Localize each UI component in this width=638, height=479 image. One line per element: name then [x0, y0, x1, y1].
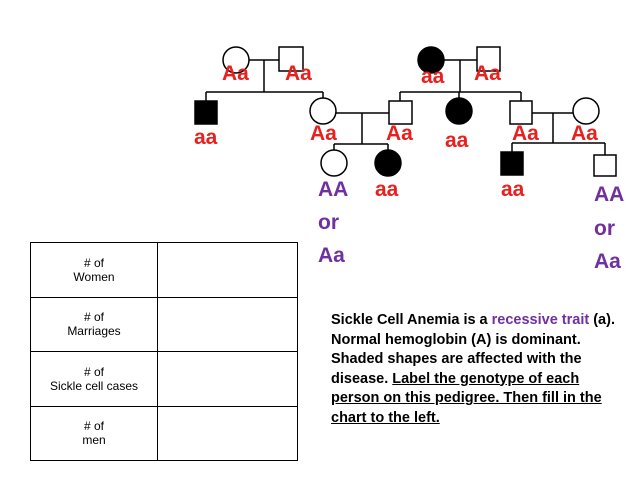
chart-label-line: Sickle cell cases — [49, 378, 139, 393]
genotype-label: aa — [501, 178, 525, 201]
instructions-text: Sickle Cell Anemia is a recessive trait … — [331, 311, 616, 428]
male-unaffected — [509, 100, 533, 125]
female-unaffected — [222, 46, 250, 74]
chart-label-line: Women — [73, 269, 115, 284]
genotype-label: AA — [594, 183, 624, 206]
male-unaffected — [593, 154, 617, 177]
genotype-label: aa — [445, 129, 469, 152]
male-affected — [194, 100, 218, 125]
genotype-label: Aa — [318, 244, 345, 267]
chart-label-line: # of — [83, 364, 104, 379]
chart-label: # of Marriages — [30, 296, 158, 352]
instructions-part2: (a). Normal hemoglobin (A) is dominant. … — [331, 312, 615, 387]
genotype-label: Aa — [222, 62, 249, 85]
female-unaffected — [320, 149, 348, 177]
chart-row-men: # of men — [30, 405, 298, 461]
instructions-task: Label the genotype of each person on thi… — [331, 370, 602, 426]
genotype-label: Aa — [474, 62, 501, 85]
chart-label-line: # of — [83, 419, 104, 434]
male-unaffected — [388, 100, 413, 125]
female-unaffected — [309, 97, 337, 125]
chart-label-line: # of — [83, 310, 104, 325]
genotype-label: AA — [318, 178, 348, 201]
chart-row-sickle-cell-cases: # of Sickle cell cases — [30, 351, 298, 407]
instructions-part1: Sickle Cell Anemia is a — [331, 312, 492, 328]
female-affected — [374, 149, 402, 177]
female-affected — [417, 46, 445, 74]
chart-row-marriages: # of Marriages — [30, 296, 298, 352]
male-affected — [500, 151, 524, 176]
genotype-label: Aa — [512, 122, 539, 145]
chart-answer-cell[interactable] — [157, 242, 298, 298]
genotype-label: Aa — [594, 250, 621, 273]
genotype-label: Aa — [571, 122, 598, 145]
chart-label-line: men — [82, 433, 106, 448]
genotype-label: or — [318, 211, 339, 234]
chart-answer-cell[interactable] — [157, 296, 298, 352]
chart-label-line: Marriages — [67, 324, 121, 339]
male-unaffected — [476, 46, 501, 72]
female-unaffected — [572, 97, 600, 125]
female-affected — [445, 97, 473, 125]
genotype-label: Aa — [386, 122, 413, 145]
male-unaffected — [278, 46, 304, 72]
tally-chart: # of Women # of Marriages # of Sickle ce… — [30, 242, 298, 461]
genotype-label: Aa — [285, 62, 312, 85]
genotype-label: Aa — [310, 122, 337, 145]
chart-label: # of Women — [30, 242, 158, 298]
genotype-label: aa — [194, 126, 218, 149]
recessive-trait-highlight: recessive trait — [491, 312, 590, 328]
chart-row-women: # of Women — [30, 242, 298, 298]
chart-label: # of Sickle cell cases — [30, 351, 158, 407]
genotype-label: or — [594, 217, 615, 240]
genotype-label: aa — [375, 178, 399, 201]
chart-answer-cell[interactable] — [157, 405, 298, 461]
chart-label-line: # of — [83, 255, 104, 270]
genotype-label: aa — [421, 65, 445, 88]
chart-answer-cell[interactable] — [157, 351, 298, 407]
chart-label: # of men — [30, 405, 158, 461]
